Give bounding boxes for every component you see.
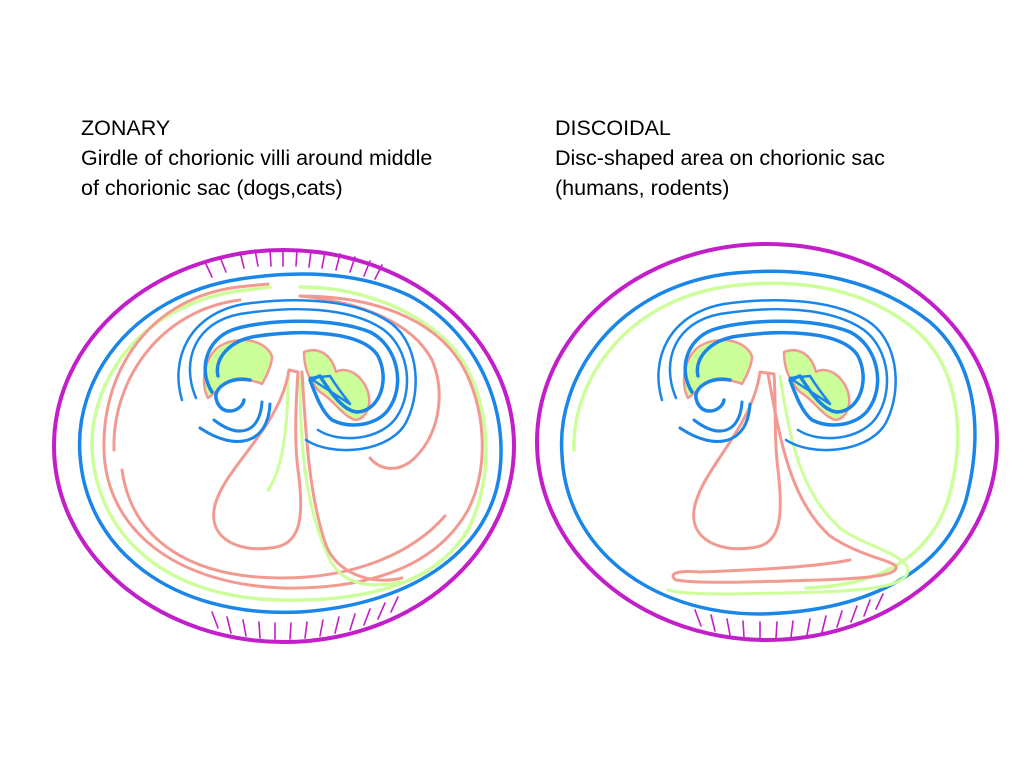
zonary-mesoderm-outer (90, 285, 488, 602)
zonary-diagram (52, 248, 516, 644)
zonary-allantois (212, 368, 303, 551)
discoidal-description-line-1: Disc-shaped area on chorionic sac (555, 146, 885, 170)
discoidal-embryo-amnion-inner (657, 299, 897, 452)
discoidal-body-stalk (788, 374, 832, 406)
zonary-yolk-left (202, 338, 274, 400)
zonary-embryo-amnion-inner (177, 299, 417, 452)
discoidal-embryo-amnion-outer (683, 319, 880, 427)
discoidal-description-line-2: (humans, rodents) (555, 176, 730, 200)
zonary-villi-bottom (211, 596, 399, 640)
zonary-mesoderm-inner (266, 375, 402, 587)
zonary-embryo-amnion-core (198, 400, 272, 443)
discoidal-allantois (692, 370, 782, 551)
zonary-description-line-1: Girdle of chorionic villi around middle (81, 146, 433, 170)
discoidal-yolk-left (682, 338, 754, 400)
discoidal-chorion-outline (535, 242, 999, 642)
discoidal-mesoderm-band (666, 374, 910, 596)
zonary-endoderm-inner-band (112, 298, 447, 580)
zonary-chorion-outline (52, 248, 516, 644)
zonary-caption: ZONARY Girdle of chorionic villi around … (81, 113, 432, 203)
zonary-description-line-2: of chorionic sac (dogs,cats) (81, 176, 343, 200)
discoidal-diagram (535, 242, 999, 642)
discoidal-caption: DISCOIDAL Disc-shaped area on chorionic … (555, 113, 885, 203)
discoidal-amnion-shell (559, 269, 977, 616)
zonary-title: ZONARY (81, 116, 171, 140)
zonary-villi-top (204, 249, 383, 280)
discoidal-mesoderm-outer (572, 281, 960, 590)
zonary-embryo-amnion-outer (203, 319, 400, 427)
discoidal-villi-bottom (694, 593, 884, 639)
discoidal-title: DISCOIDAL (555, 116, 671, 140)
zonary-body-stalk (308, 374, 352, 406)
zonary-amnion-shell (77, 272, 503, 615)
zonary-allantois-stalk (300, 370, 404, 582)
discoidal-endoderm-loop (671, 372, 898, 584)
discoidal-embryo-amnion-core (678, 400, 752, 443)
